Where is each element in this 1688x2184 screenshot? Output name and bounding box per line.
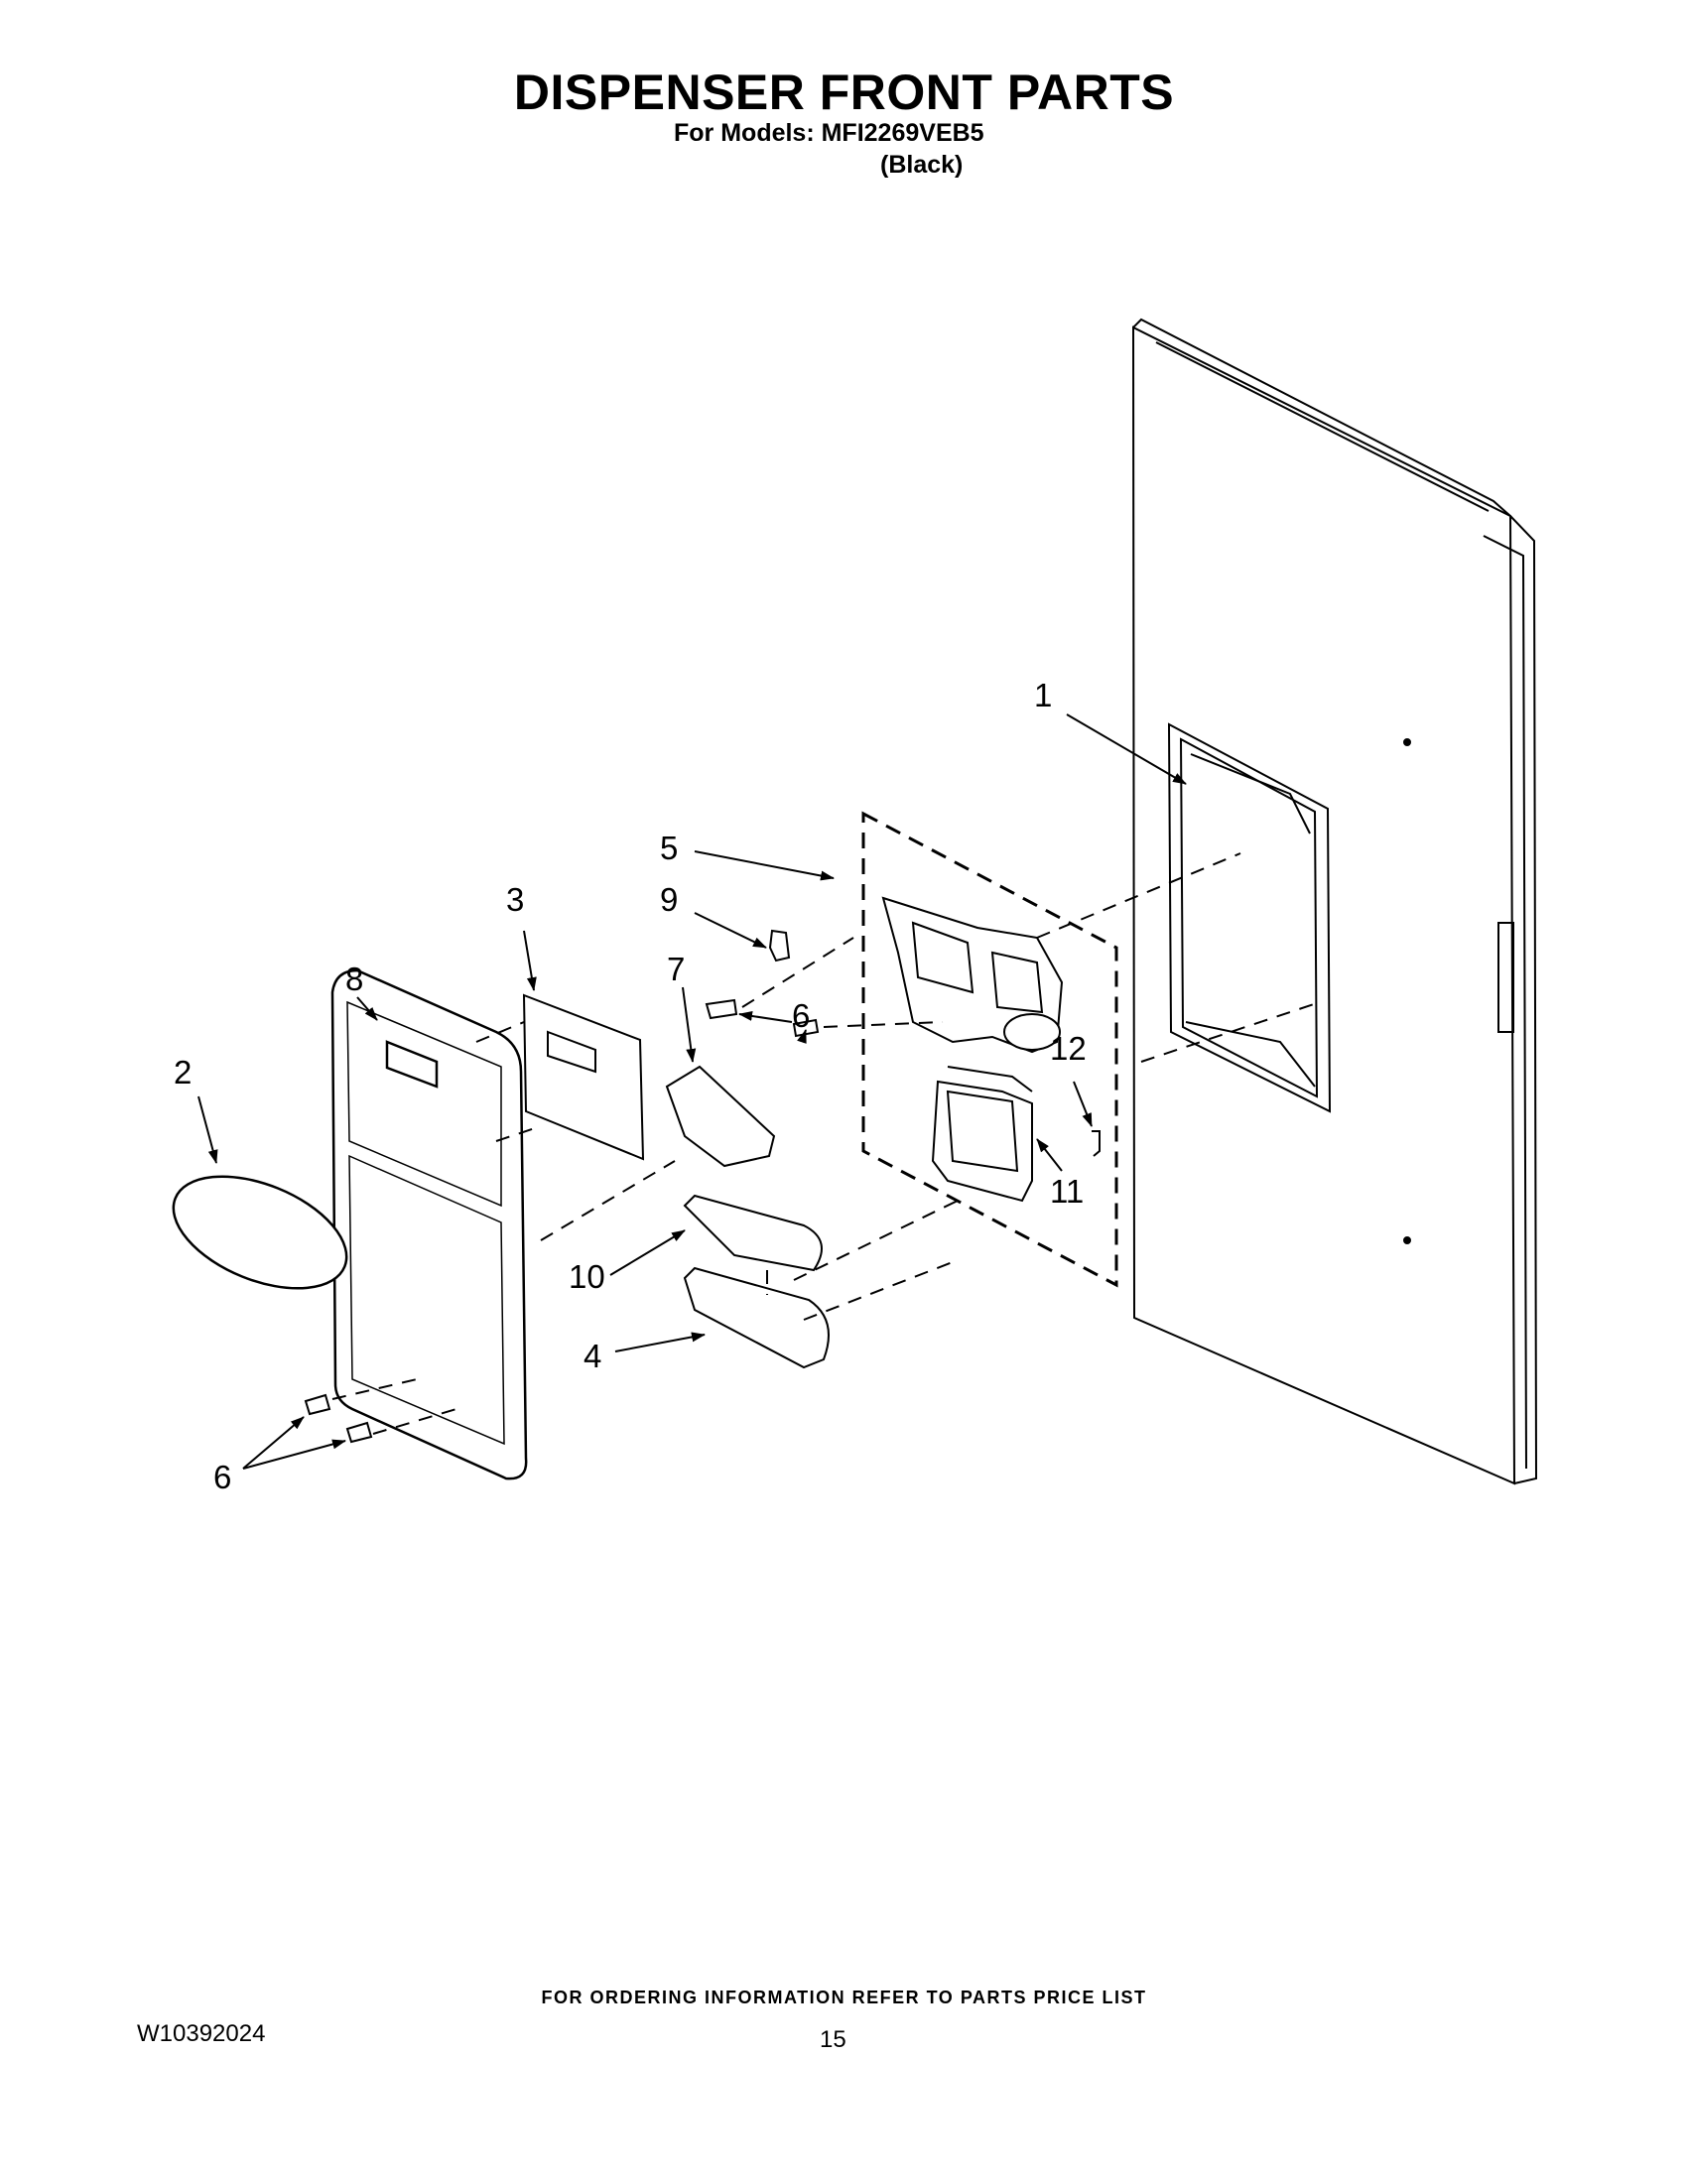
page-number: 15	[820, 2026, 846, 2053]
color-variant: (Black)	[880, 151, 964, 179]
drip-tray-grille-part-10	[683, 1194, 823, 1272]
callout-7: 7	[667, 951, 685, 987]
refrigerator-door	[1131, 318, 1538, 1485]
callout-2: 2	[174, 1054, 192, 1091]
clip-part-12	[1092, 1130, 1101, 1157]
ordering-note: FOR ORDERING INFORMATION REFER TO PARTS …	[541, 1988, 1147, 2007]
callout-leaders	[197, 713, 1187, 1470]
clip-part-9	[768, 929, 791, 963]
callout-11: 11	[1050, 1173, 1084, 1210]
dispenser-mechanism-part-5	[881, 896, 1064, 1054]
document-number: W10392024	[137, 2020, 266, 2047]
dispenser-paddle-part-11	[931, 1066, 1033, 1203]
display-lens-part-2	[172, 1175, 348, 1290]
assembly-alignment-lines	[331, 852, 1321, 1435]
dispenser-recess-part-1	[1167, 722, 1332, 1113]
screw-part-6	[304, 998, 820, 1444]
drip-tray-part-4	[683, 1266, 830, 1369]
control-board-part-3	[522, 993, 645, 1161]
callout-10: 10	[569, 1258, 605, 1295]
callout-3: 3	[506, 881, 524, 918]
callout-4: 4	[584, 1338, 601, 1374]
callout-5: 5	[660, 830, 678, 866]
callout-8: 8	[345, 961, 363, 997]
callout-12: 12	[1050, 1030, 1087, 1067]
callout-labels: 1 2 3 4 5 6 6 7 8 9 10 11 12	[174, 677, 1087, 1495]
page-title: DISPENSER FRONT PARTS	[513, 64, 1175, 120]
callout-6-lower: 6	[213, 1459, 231, 1495]
callout-9: 9	[660, 881, 678, 918]
light-cover-part-7	[665, 1065, 776, 1168]
model-line: For Models: MFI2269VEB5	[674, 119, 984, 147]
dispenser-assembly-outline	[861, 811, 1118, 1288]
callout-6-upper: 6	[792, 997, 810, 1034]
callout-1: 1	[1034, 677, 1052, 713]
dispenser-bezel-part-8	[330, 968, 528, 1480]
